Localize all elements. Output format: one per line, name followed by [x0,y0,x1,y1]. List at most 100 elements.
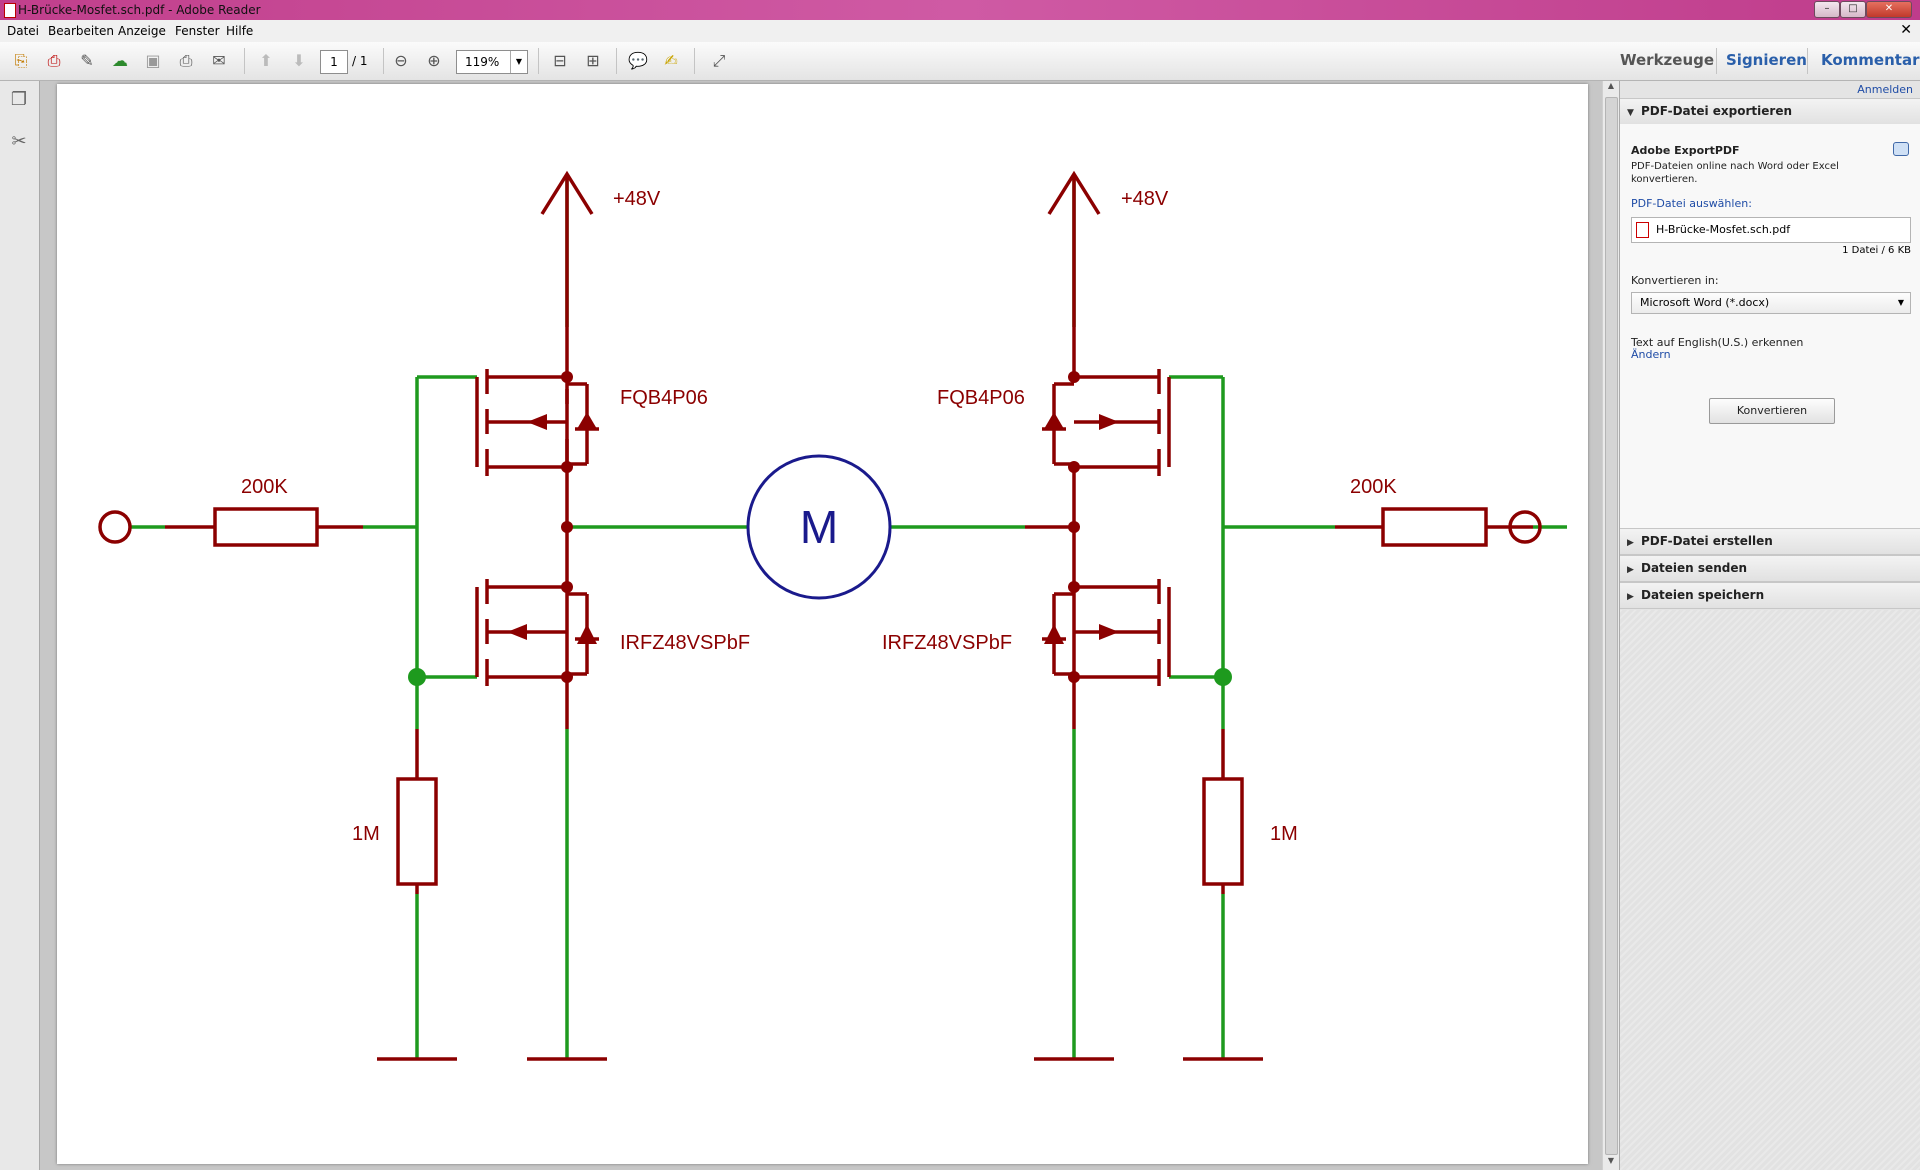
email-icon[interactable]: ✉ [212,51,226,70]
fit-width-icon[interactable]: ⊞ [586,51,600,70]
left-supply-arrow [540,170,594,327]
section-export-header[interactable]: ▼ PDF-Datei exportieren [1620,98,1920,125]
section-send-files[interactable]: ▶Dateien senden [1620,555,1920,582]
maximize-button[interactable]: □ [1840,1,1866,18]
menu-fenster[interactable]: Fenster [175,24,220,38]
file-name: H-Brücke-Mosfet.sch.pdf [1656,223,1791,236]
section-save-label: Dateien speichern [1641,588,1765,602]
components [98,170,1542,1061]
menu-datei[interactable]: Datei [7,24,40,38]
export-section: Adobe ExportPDF PDF-Dateien online nach … [1620,124,1920,528]
left-pulldown-resistor [396,777,438,886]
ocr-text: Text auf English(U.S.) erkennen [1631,336,1804,349]
right-supply-arrow [1047,170,1101,327]
close-button[interactable]: ✕ [1866,1,1912,18]
pdf-app-icon [4,3,16,18]
pdf-page: +48V +48V FQB4P06 FQB4P06 IRFZ48VSPbF IR… [57,84,1588,1164]
scroll-down-icon[interactable]: ▼ [1607,1156,1615,1165]
right-pulldown-resistor [1202,777,1244,886]
left-lower-fet-label: IRFZ48VSPbF [620,632,750,654]
zoom-value: 119% [465,55,500,69]
attachment-icon[interactable]: ✂ [11,131,27,152]
export-cloud-icon [1893,142,1909,156]
expand-icon: ▶ [1627,565,1634,575]
convert-to-label: Konvertieren in: [1631,274,1719,287]
save-icon[interactable]: ▣ [145,51,161,70]
expand-icon: ▶ [1627,592,1634,602]
left-upper-fet [475,327,599,677]
tools-button[interactable]: Werkzeuge [1620,51,1715,69]
junctions [561,371,1080,683]
change-link[interactable]: Ändern [1631,348,1671,361]
expand-icon: ▶ [1627,538,1634,548]
left-upper-fet-label: FQB4P06 [620,387,708,409]
convert-format-select[interactable]: Microsoft Word (*.docx) ▼ [1631,292,1911,314]
print-icon[interactable]: ⎙ [179,51,193,70]
menu-bearbeiten[interactable]: Bearbeiten [48,24,114,38]
convert-button[interactable]: Konvertieren [1709,398,1835,424]
signin-link[interactable]: Anmelden [1857,83,1913,96]
h-bridge-schematic: +48V +48V FQB4P06 FQB4P06 IRFZ48VSPbF IR… [98,170,1567,1061]
motor-label: M [800,501,838,553]
selected-file[interactable]: H-Brücke-Mosfet.sch.pdf [1631,217,1911,243]
left-series-resistor [213,507,319,547]
right-upper-fet-label: FQB4P06 [937,387,1025,409]
convert-pdf-icon[interactable]: ⎙ [47,51,61,70]
right-lower-fet [1042,579,1171,729]
page-up-icon[interactable]: ⬆ [259,51,273,70]
scroll-up-icon[interactable]: ▲ [1607,81,1615,90]
collapse-icon: ▼ [1627,108,1634,118]
right-series-resistor-label: 200K [1350,476,1397,498]
close-document-icon[interactable]: ✕ [1900,22,1912,38]
pages-icon[interactable]: ❐ [10,89,28,110]
right-pulldown-label: 1M [1270,823,1298,845]
chevron-down-icon[interactable]: ▼ [510,51,527,73]
section-save-files[interactable]: ▶ Dateien speichern [1620,582,1920,609]
motor-symbol [746,454,892,600]
left-lower-fet [475,579,599,729]
section-export-label: PDF-Datei exportieren [1641,104,1793,118]
panel-empty-area [1620,610,1920,1170]
window-title: H-Brücke-Mosfet.sch.pdf - Adobe Reader [18,3,261,17]
sign-button[interactable]: Signieren [1726,51,1807,69]
zoom-in-icon[interactable]: ⊕ [427,51,441,70]
left-supply-label: +48V [613,188,661,210]
zoom-select[interactable]: 119% ▼ [456,50,528,74]
left-pulldown-label: 1M [352,823,380,845]
export-description-1: PDF-Dateien online nach Word oder Excel [1631,161,1839,172]
select-file-label: PDF-Datei auswählen: [1631,197,1752,210]
fit-page-icon[interactable]: ⊟ [553,51,567,70]
menu-hilfe[interactable]: Hilfe [226,24,254,38]
comment-icon[interactable]: 💬 [628,51,648,70]
page-count: / 1 [352,54,368,68]
task-pane: Anmelden ▼ PDF-Datei exportieren Adobe Ex… [1619,81,1920,1170]
right-supply-label: +48V [1121,188,1169,210]
gate-junctions [408,668,1232,686]
highlight-icon[interactable]: ✍ [664,51,678,70]
minimize-button[interactable]: – [1814,1,1840,18]
left-input-terminal [98,510,132,544]
toolbar: ⎘ ⎙ ✎ ☁ ▣ ⎙ ✉ ⬆ ⬇ 1 / 1 ⊖ ⊕ 119% ▼ ⊟ ⊞ 💬… [0,42,1920,81]
wires [129,174,1567,1059]
fullscreen-icon[interactable]: ⤢ [712,51,726,70]
convert-format-value: Microsoft Word (*.docx) [1640,296,1770,309]
zoom-out-icon[interactable]: ⊖ [394,51,408,70]
right-series-resistor [1381,507,1488,547]
export-description-2: konvertieren. [1631,174,1698,185]
comment-button[interactable]: Kommentar [1821,51,1920,69]
section-create-pdf[interactable]: ▶ PDF-Datei erstellen [1620,528,1920,555]
page-number-input[interactable]: 1 [320,50,348,74]
edit-icon[interactable]: ✎ [80,51,94,70]
vertical-scrollbar[interactable]: ▲ ▼ [1602,81,1619,1170]
page-down-icon[interactable]: ⬇ [292,51,306,70]
section-create-label: PDF-Datei erstellen [1641,534,1773,548]
fet-arrows [507,412,1119,644]
create-pdf-icon[interactable]: ⎘ [14,51,28,70]
pdf-file-icon [1636,222,1649,238]
navigation-pane: ❐ ✂ [0,81,40,1170]
scrollbar-thumb[interactable] [1605,97,1618,1155]
right-lower-fet-label: IRFZ48VSPbF [882,632,1012,654]
cloud-icon[interactable]: ☁ [112,51,128,70]
menu-anzeige[interactable]: Anzeige [118,24,166,38]
export-title: Adobe ExportPDF [1631,144,1740,157]
